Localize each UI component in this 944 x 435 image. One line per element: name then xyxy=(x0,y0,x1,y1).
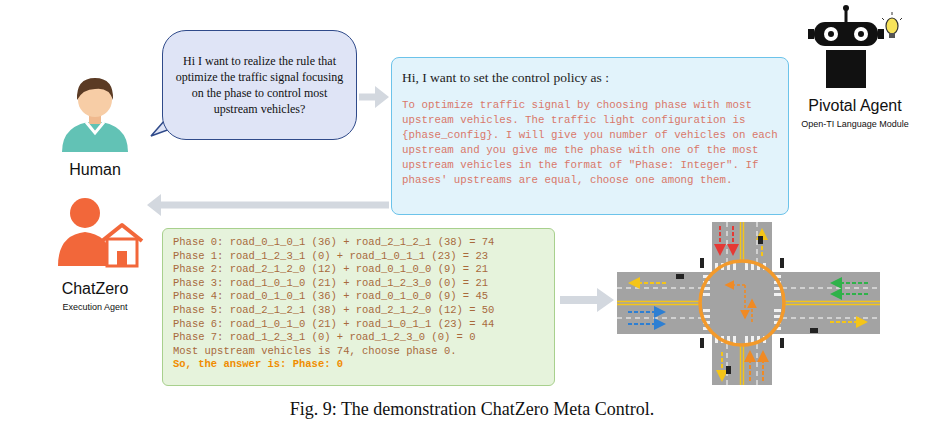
lbl-big: Human xyxy=(45,160,145,179)
lbl-big: Pivotal Agent xyxy=(785,96,925,115)
result-box: Phase 0: road_0_1_0_1 (36) + road_2_1_2_… xyxy=(162,228,555,386)
intersection-illustration xyxy=(617,222,880,385)
speech-bubble: Hi I want to realize the rule that optim… xyxy=(162,30,357,140)
policy-head: Hi, I want to set the control policy as … xyxy=(402,69,778,86)
result-final: So, the answer is: Phase: 0 xyxy=(173,358,544,372)
result-line: Phase 3: road_1_0_1_0 (21) + road_1_2_3_… xyxy=(173,277,544,291)
result-line: Phase 1: road_1_2_3_1 (0) + road_1_0_1_1… xyxy=(173,250,544,264)
chatzero-icon xyxy=(58,198,142,266)
result-line: Phase 4: road_0_1_0_1 (36) + road_0_1_0_… xyxy=(173,290,544,304)
result-line: Phase 0: road_0_1_0_1 (36) + road_2_1_2_… xyxy=(173,236,544,250)
lightbulb-icon xyxy=(882,12,902,38)
arrow-shape xyxy=(359,86,389,108)
policy-box: Hi, I want to set the control policy as … xyxy=(391,57,789,215)
bubble-text: Hi I want to realize the rule that optim… xyxy=(171,53,348,117)
result-line: Phase 5: road_2_1_2_1 (38) + road_2_1_2_… xyxy=(173,304,544,318)
lbl-small: Execution Agent xyxy=(45,301,145,313)
result-line: Phase 6: road_1_0_1_0 (21) + road_1_0_1_… xyxy=(173,318,544,332)
flow-arrow xyxy=(560,288,614,312)
policy-body: To optimize traffic signal by choosing p… xyxy=(402,98,778,188)
human-figure: Human xyxy=(45,74,145,179)
flow-arrow xyxy=(147,194,389,216)
result-line: Phase 2: road_2_1_2_0 (12) + road_0_1_0_… xyxy=(173,263,544,277)
lbl-small: Open-TI Language Module xyxy=(785,118,925,130)
arrow-shape xyxy=(147,194,389,216)
lbl-big: ChatZero xyxy=(45,279,145,298)
figure-caption: Fig. 9: The demonstration ChatZero Meta … xyxy=(0,398,944,420)
flow-arrow xyxy=(359,86,389,108)
human-icon xyxy=(62,78,128,152)
result-line: Phase 7: road_1_2_3_1 (0) + road_1_2_3_0… xyxy=(173,331,544,345)
chatzero-figure: ChatZeroExecution Agent xyxy=(45,195,145,313)
pivotal-agent-figure: Pivotal AgentOpen-TI Language Module xyxy=(785,8,925,130)
robot-icon xyxy=(808,5,902,88)
result-line: Most upstream vehicles is 74, choose pha… xyxy=(173,345,544,359)
